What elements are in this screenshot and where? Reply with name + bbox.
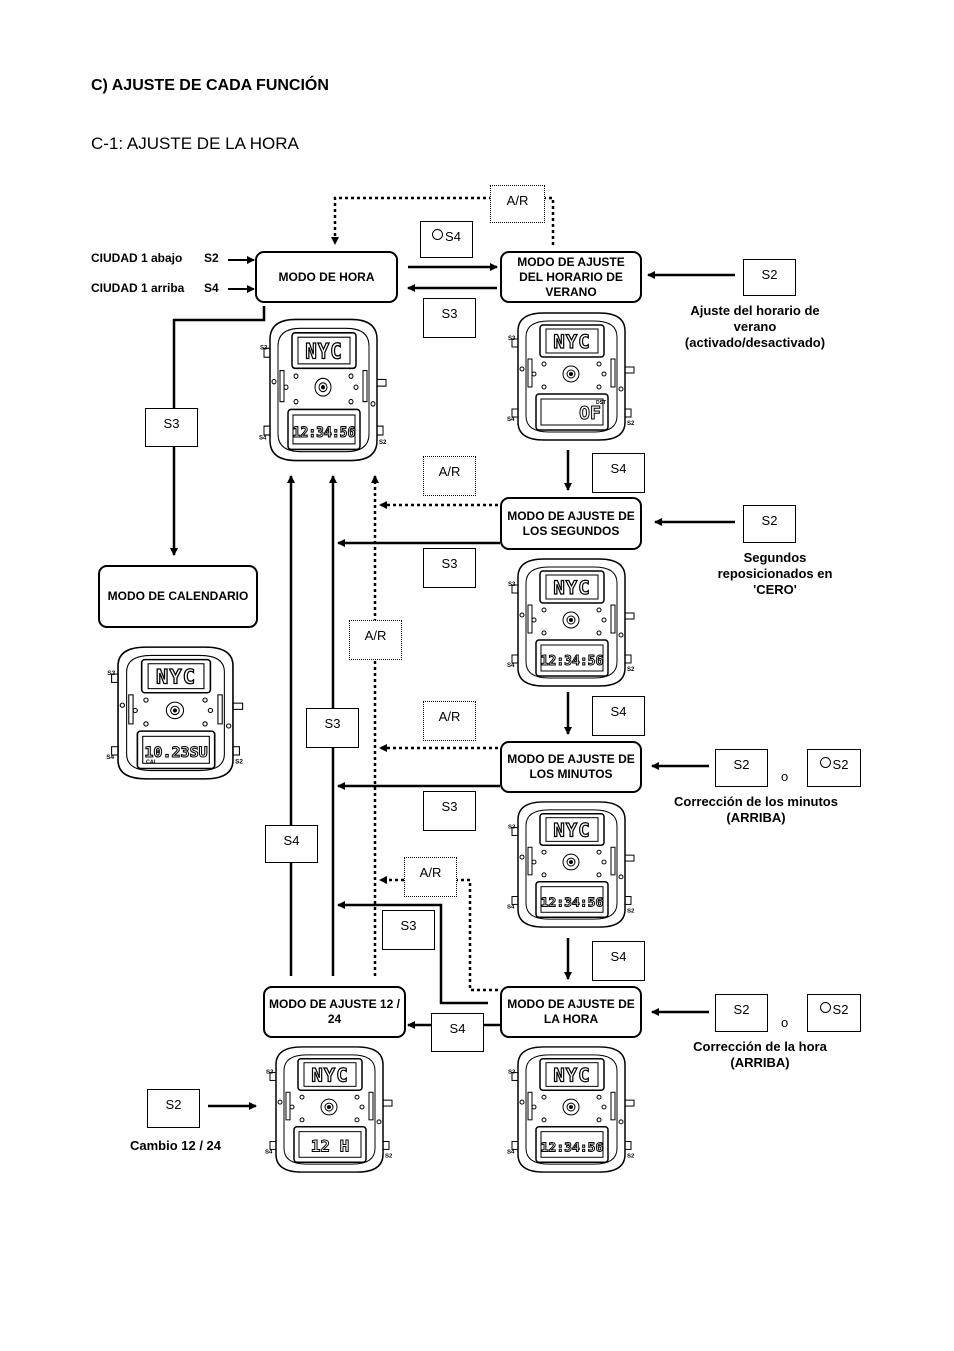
key-s2-hold-minutos[interactable]: S2: [807, 749, 861, 787]
key-ar-hora[interactable]: A/R: [404, 857, 457, 897]
label-ciudad-abajo: CIUDAD 1 abajo: [91, 251, 183, 265]
button-label-s2: S2: [627, 421, 635, 427]
button-label-s4: S4: [507, 663, 515, 669]
key-s4-12-24[interactable]: S4: [431, 1013, 484, 1052]
mode-12-24[interactable]: MODO DE AJUSTE 12 / 24: [263, 986, 406, 1038]
lcd-tag: CAL: [146, 759, 158, 765]
note-segundos: Segundos reposicionados en 'CERO': [717, 550, 833, 597]
key-s2-cambio[interactable]: S2: [147, 1089, 200, 1128]
button-label-s4: S4: [507, 1149, 515, 1155]
note-hora: Corrección de la hora (ARRIBA): [693, 1039, 827, 1070]
label-ciudad-arriba-key: S4: [204, 281, 219, 295]
lcd-city: NYC: [311, 1066, 348, 1087]
button-label-s4: S4: [507, 417, 515, 423]
key-s4-segundos[interactable]: S4: [592, 453, 645, 493]
lcd-bottom: 12:34:56: [293, 425, 356, 442]
key-ar-segundos[interactable]: A/R: [423, 456, 476, 496]
lcd-city: NYC: [156, 665, 196, 689]
label-ciudad-abajo-key: S2: [204, 251, 219, 265]
key-ar-mid[interactable]: A/R: [349, 620, 402, 660]
key-s4-minutos[interactable]: S4: [592, 696, 645, 736]
lcd-city: NYC: [553, 821, 590, 842]
mode-hora[interactable]: MODO DE HORA: [255, 251, 398, 303]
mode-calendario[interactable]: MODO DE CALENDARIO: [98, 565, 258, 628]
button-label-s4: S4: [265, 1149, 273, 1155]
key-s4-hold-hora[interactable]: S4: [420, 221, 473, 258]
key-s2-verano[interactable]: S2: [743, 259, 796, 296]
key-s3-verano[interactable]: S3: [423, 298, 476, 338]
button-label-s4: S4: [507, 904, 515, 910]
key-s3-calendario[interactable]: S3: [145, 408, 198, 447]
lcd-bottom: 12 H: [311, 1136, 350, 1155]
key-s3-segundos[interactable]: S3: [423, 548, 476, 588]
hold-icon: [432, 229, 444, 240]
key-s4-hora[interactable]: S4: [592, 941, 645, 981]
button-label-s4: S4: [106, 754, 114, 761]
button-label-s3: S3: [107, 670, 115, 677]
key-s4-left[interactable]: S4: [265, 825, 318, 863]
button-label-s2: S2: [627, 667, 635, 673]
label-ciudad-arriba: CIUDAD 1 arriba: [91, 281, 185, 295]
mode-horario-verano[interactable]: MODO DE AJUSTE DEL HORARIO DE VERANO: [500, 251, 642, 303]
button-label-s2: S2: [385, 1153, 393, 1159]
lcd-bottom: 12:34:56: [541, 1140, 604, 1155]
note-minutos: Corrección de los minutos (ARRIBA): [674, 794, 838, 825]
key-s3-minutos[interactable]: S3: [423, 791, 476, 831]
key-s2-hora[interactable]: S2: [715, 994, 768, 1032]
lcd-city: NYC: [305, 338, 342, 363]
hold-icon: [819, 1002, 831, 1013]
button-label-s3: S3: [508, 336, 516, 342]
mode-ajuste-hora[interactable]: MODO DE AJUSTE DE LA HORA: [500, 986, 642, 1038]
button-label-s2: S2: [627, 908, 635, 914]
or-text-minutos: o: [781, 769, 789, 784]
lcd-bottom: 12:34:56: [541, 654, 604, 669]
key-ar-minutos[interactable]: A/R: [423, 701, 476, 741]
button-label-s3: S3: [508, 582, 516, 588]
lcd-city: NYC: [553, 1066, 590, 1087]
button-label-s4: S4: [259, 434, 267, 441]
button-label-s3: S3: [260, 344, 268, 351]
lcd-bottom: OF: [579, 403, 601, 424]
or-text-hora: o: [781, 1015, 789, 1030]
lcd-city: NYC: [553, 577, 590, 599]
mode-minutos[interactable]: MODO DE AJUSTE DE LOS MINUTOS: [500, 741, 642, 793]
mode-segundos[interactable]: MODO DE AJUSTE DE LOS SEGUNDOS: [500, 497, 642, 550]
note-cambio: Cambio 12 / 24: [129, 1138, 222, 1153]
key-ar-top[interactable]: A/R: [490, 185, 545, 223]
note-verano: Ajuste del horario de verano (activado/d…: [684, 303, 826, 350]
lcd-city: NYC: [553, 331, 590, 353]
key-s3-hora[interactable]: S3: [382, 910, 435, 950]
button-label-s3: S3: [266, 1070, 274, 1076]
button-label-s3: S3: [508, 1070, 516, 1076]
lcd-tag: DST: [596, 400, 606, 406]
lcd-bottom: 10.23SU: [144, 744, 207, 761]
subsection-heading: C-1: AJUSTE DE LA HORA: [91, 134, 299, 153]
button-label-s3: S3: [508, 825, 516, 831]
button-label-s2: S2: [627, 1153, 635, 1159]
section-heading: C) AJUSTE DE CADA FUNCIÓN: [91, 77, 329, 94]
button-label-s2: S2: [379, 439, 387, 446]
key-s2-minutos[interactable]: S2: [715, 749, 768, 787]
hold-icon: [819, 757, 831, 768]
lcd-bottom: 12:34:56: [541, 895, 604, 910]
key-s2-segundos[interactable]: S2: [743, 505, 796, 543]
button-label-s2: S2: [235, 758, 243, 765]
key-s3-left[interactable]: S3: [306, 708, 359, 748]
key-s2-hold-hora[interactable]: S2: [807, 994, 861, 1032]
